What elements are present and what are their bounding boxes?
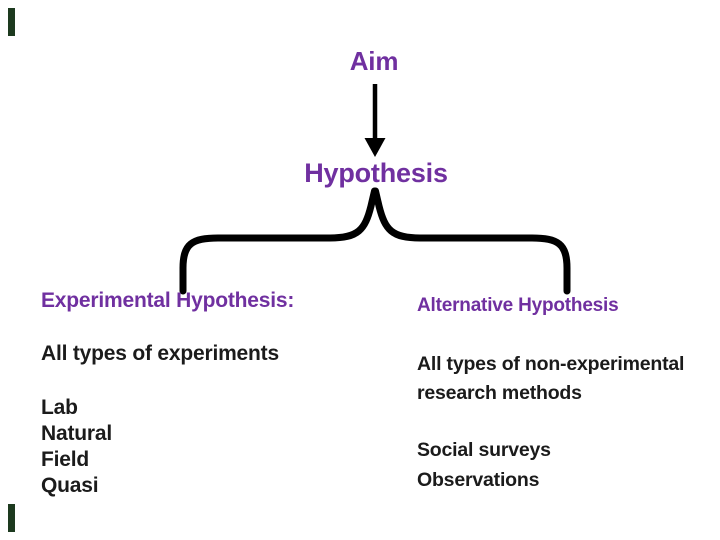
list-item: Field — [41, 448, 90, 471]
list-item: Observations — [417, 469, 540, 491]
brace-right-half — [372, 187, 571, 295]
aim-node-label: Aim — [349, 46, 399, 76]
corner-mark-top-left — [8, 8, 15, 36]
list-item: Lab — [41, 396, 78, 419]
list-item: Natural — [41, 422, 112, 445]
alternative-hypothesis-heading: Alternative Hypothesis — [417, 295, 619, 316]
arrowhead-down-icon — [364, 138, 386, 157]
list-item: Social surveys — [417, 439, 551, 461]
experiment-types-list: Lab Natural Field Quasi — [41, 395, 112, 499]
non-experimental-methods-list: Social surveys Observations — [417, 435, 551, 495]
list-item: Quasi — [41, 474, 99, 497]
hypothesis-node-label: Hypothesis — [304, 158, 448, 188]
experimental-hypothesis-subheading: All types of experiments — [41, 342, 279, 365]
corner-mark-bottom-left — [8, 504, 15, 532]
brace-left-half — [179, 187, 378, 295]
experimental-hypothesis-heading: Experimental Hypothesis: — [41, 289, 295, 312]
alternative-hypothesis-subheading: All types of non-experimental research m… — [417, 353, 685, 404]
